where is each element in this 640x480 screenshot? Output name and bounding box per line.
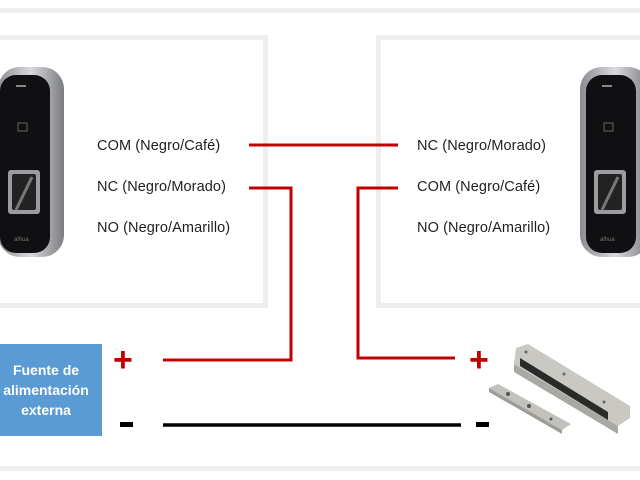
fingerprint-reader-icon: alhua (0, 67, 64, 257)
top-divider (0, 8, 640, 13)
bottom-divider (0, 466, 640, 471)
wire-nc-to-psu-positive (163, 186, 293, 362)
psu-label-line-3: externa (21, 402, 71, 418)
electromagnetic-lock-icon (489, 344, 630, 434)
psu-label-line-2: alimentación (3, 382, 89, 398)
fingerprint-reader-icon: alhua (580, 67, 640, 257)
wire-com-to-lock-positive (356, 186, 455, 360)
lock-negative-terminal (476, 422, 489, 427)
svg-text:alhua: alhua (14, 237, 29, 243)
psu-label-line-1: Fuente de (12, 362, 80, 378)
svg-text:alhua: alhua (600, 237, 615, 243)
left-terminal-com-label: COM (Negro/Café) (97, 138, 221, 154)
psu-positive-terminal: + (113, 341, 133, 379)
external-power-supply: Fuente de alimentación externa (0, 344, 102, 436)
left-terminal-no-label: NO (Negro/Amarillo) (97, 220, 231, 236)
psu-negative-terminal (120, 422, 133, 427)
lock-positive-terminal: + (469, 341, 489, 379)
right-terminal-com-label: COM (Negro/Café) (417, 179, 541, 195)
left-terminal-nc-label: NC (Negro/Morado) (97, 179, 227, 195)
right-terminal-nc-label: NC (Negro/Morado) (417, 138, 547, 154)
right-terminal-no-label: NO (Negro/Amarillo) (417, 220, 551, 236)
